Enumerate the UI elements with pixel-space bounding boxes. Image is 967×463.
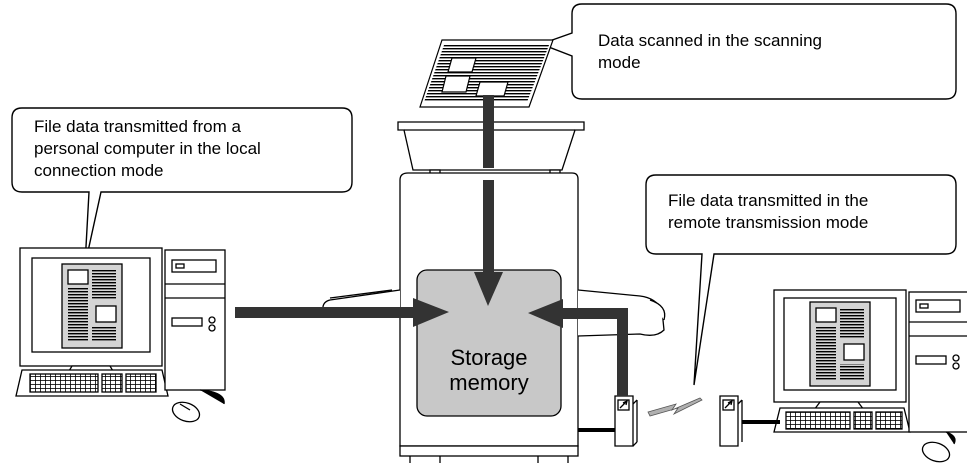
arrow-remote [528,299,628,396]
connection-cables [578,420,780,432]
copier-modem [614,395,638,447]
callout-local-bubble [11,107,353,266]
local-computer [15,247,226,423]
callout-scanned-text: Data scanned in the scanning mode [598,31,822,72]
callout-scanned-bubble [538,3,957,100]
wireless-signal-icon [647,397,703,417]
scanned-document [419,39,554,108]
arrow-scan-lower [474,180,503,306]
remote-modem [719,395,743,447]
callout-local-text: File data transmitted from a personal co… [34,117,261,180]
flow-arrows [235,95,628,396]
storage-memory-label: Storage memory [449,345,529,395]
remote-computer [773,289,967,463]
callout-remote-bubble [645,174,957,386]
arrow-scan-upper [483,95,494,168]
callout-remote-text: File data transmitted in the remote tran… [668,191,869,232]
arrow-local [235,298,449,327]
